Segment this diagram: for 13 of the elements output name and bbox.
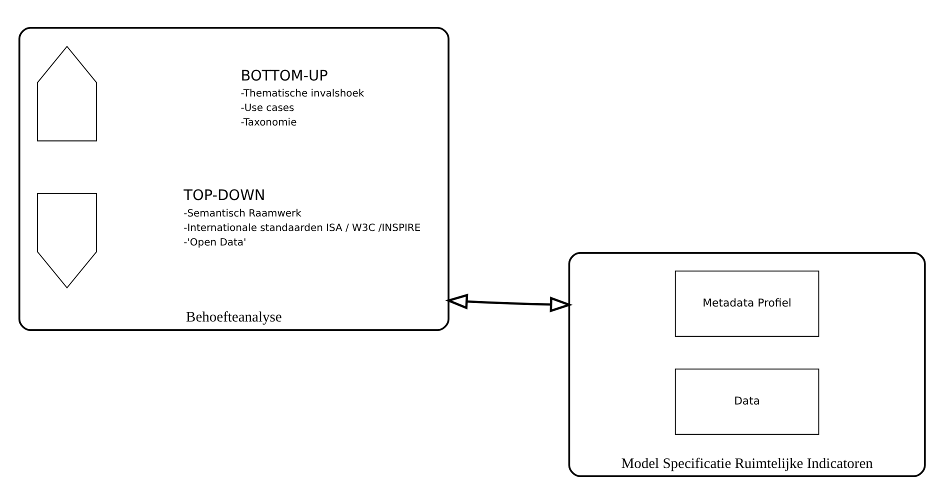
node-label: -Taxonomie xyxy=(240,117,297,128)
node-box: Data xyxy=(674,368,820,434)
node-box: Metadata Profiel xyxy=(674,270,820,336)
node-arrow xyxy=(37,192,97,288)
node-label: BOTTOM-UP xyxy=(240,68,328,84)
node-label: -Thematische invalshoek xyxy=(240,88,364,100)
node-label: TOP-DOWN xyxy=(184,188,266,204)
arrow xyxy=(445,293,573,312)
node-label: -Internationale standaarden ISA / W3C /INSPIRE xyxy=(184,222,421,234)
node-label: -'Open Data' xyxy=(184,236,246,248)
node-label: -Semantisch Raamwerk xyxy=(184,208,302,219)
node-label: -Use cases xyxy=(240,102,294,114)
node-arrow xyxy=(37,45,97,141)
